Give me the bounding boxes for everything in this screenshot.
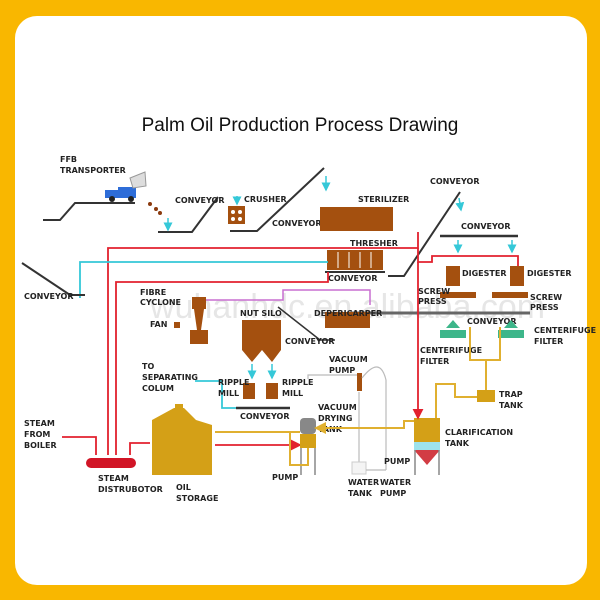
conveyor-2 <box>230 167 325 232</box>
steam-lines <box>62 232 519 455</box>
label-ffb: FFB <box>60 155 77 164</box>
trap-tank <box>477 390 495 402</box>
fibre-cyclone <box>190 297 208 344</box>
ffb-transporter <box>43 171 162 221</box>
thresher <box>327 250 383 270</box>
label-crusher: CRUSHER <box>244 195 287 204</box>
label-colum: COLUM <box>142 384 174 393</box>
label-water-pump: PUMP <box>380 489 406 498</box>
label-conveyor-2: CONVEYOR <box>272 219 322 228</box>
label-depericarper: DEPERICARPER <box>314 309 382 318</box>
screw-press-1 <box>440 292 476 298</box>
label-cyclone: CYCLONE <box>140 298 181 307</box>
label-conveyor-7: CONVEYOR <box>285 337 335 346</box>
nut-silo <box>242 320 281 362</box>
label-trap: TRAP <box>499 390 523 399</box>
vacuum-drying-tank <box>300 418 316 475</box>
label-conveyor-1: CONVEYOR <box>175 196 225 205</box>
ripple-mill-2 <box>266 383 278 399</box>
label-storage: STORAGE <box>176 494 218 503</box>
label-sterilizer: STERILIZER <box>358 195 409 204</box>
oil-storage <box>152 404 212 475</box>
label-steam: STEAM <box>24 419 55 428</box>
sterilizer <box>320 207 393 231</box>
water-tank <box>351 461 367 475</box>
label-ripple-1: RIPPLE <box>218 378 249 387</box>
label-screw-2: SCREW <box>530 293 562 302</box>
label-ripple-2: RIPPLE <box>282 378 313 387</box>
steam-distributor <box>86 458 136 468</box>
label-clarification-tank: TANK <box>445 439 470 448</box>
conveyor-7 <box>277 306 335 341</box>
fan-icon <box>174 322 180 328</box>
label-conveyor-left: CONVEYOR <box>24 292 74 301</box>
label-water-tank: TANK <box>348 489 373 498</box>
label-steam-dist: STEAM <box>98 474 129 483</box>
label-water-1: WATER <box>348 478 379 487</box>
label-digester-1: DIGESTER <box>462 269 507 278</box>
label-press-1: PRESS <box>418 297 447 306</box>
label-filter-2: FILTER <box>534 337 563 346</box>
conveyor-left <box>21 262 85 296</box>
diagram-title: Palm Oil Production Process Drawing <box>141 115 459 136</box>
label-vacuum-pump: PUMP <box>329 366 355 375</box>
label-mill-1: MILL <box>218 389 239 398</box>
centrifuge-filter-1 <box>440 320 466 338</box>
clarification-tank <box>414 418 440 475</box>
label-water-2: WATER <box>380 478 411 487</box>
depericarper <box>325 312 370 328</box>
label-from: FROM <box>24 430 50 439</box>
label-conveyor-4: CONVEYOR <box>461 222 511 231</box>
label-digester-2: DIGESTER <box>527 269 572 278</box>
vacuum-pump <box>357 373 362 391</box>
conveyor-3 <box>388 191 461 277</box>
label-filter-1: FILTER <box>420 357 449 366</box>
conveyor-1 <box>158 196 219 233</box>
label-drying: DRYING <box>318 414 352 423</box>
label-transporter: TRANSPORTER <box>60 166 126 175</box>
label-mill-2: MILL <box>282 389 303 398</box>
truck-cab-icon <box>118 187 136 198</box>
label-trap-tank: TANK <box>499 401 524 410</box>
label-conveyor-5: CONVEYOR <box>328 274 378 283</box>
label-clarification: CLARIFICATION <box>445 428 513 437</box>
label-distrubotor: DISTRUBOTOR <box>98 485 163 494</box>
label-oil: OIL <box>176 483 191 492</box>
label-conveyor-6: CONVEYOR <box>467 317 517 326</box>
crusher <box>228 196 245 224</box>
digester-2 <box>510 266 524 286</box>
label-pump-1: PUMP <box>272 473 298 482</box>
label-boiler: BOILER <box>24 441 57 450</box>
label-vacuum-2: VACUUM <box>318 403 357 412</box>
label-conveyor-3: CONVEYOR <box>430 177 480 186</box>
screw-press-2 <box>492 292 528 298</box>
digester-1 <box>446 266 460 286</box>
label-centrifuge-2: CENTERIFUGE <box>534 326 596 335</box>
label-vacuum: VACUUM <box>329 355 368 364</box>
diagram-card <box>15 16 587 585</box>
label-nut-silo: NUT SILO <box>240 309 282 318</box>
label-to: TO <box>142 362 154 371</box>
label-fan: FAN <box>150 320 167 329</box>
ripple-mill-1 <box>243 383 255 399</box>
label-thresher: THRESHER <box>350 239 398 248</box>
label-separating: SEPARATING <box>142 373 198 382</box>
label-fibre: FIBRE <box>140 288 166 297</box>
label-pump-2: PUMP <box>384 457 410 466</box>
label-centrifuge-1: CENTERIFUGE <box>420 346 482 355</box>
label-drying-tank: TANK <box>318 425 343 434</box>
label-conveyor-8: CONVEYOR <box>240 412 290 421</box>
centrifuge-filter-2 <box>498 320 524 338</box>
label-screw-1: SCREW <box>418 287 450 296</box>
label-press-2: PRESS <box>530 303 559 312</box>
